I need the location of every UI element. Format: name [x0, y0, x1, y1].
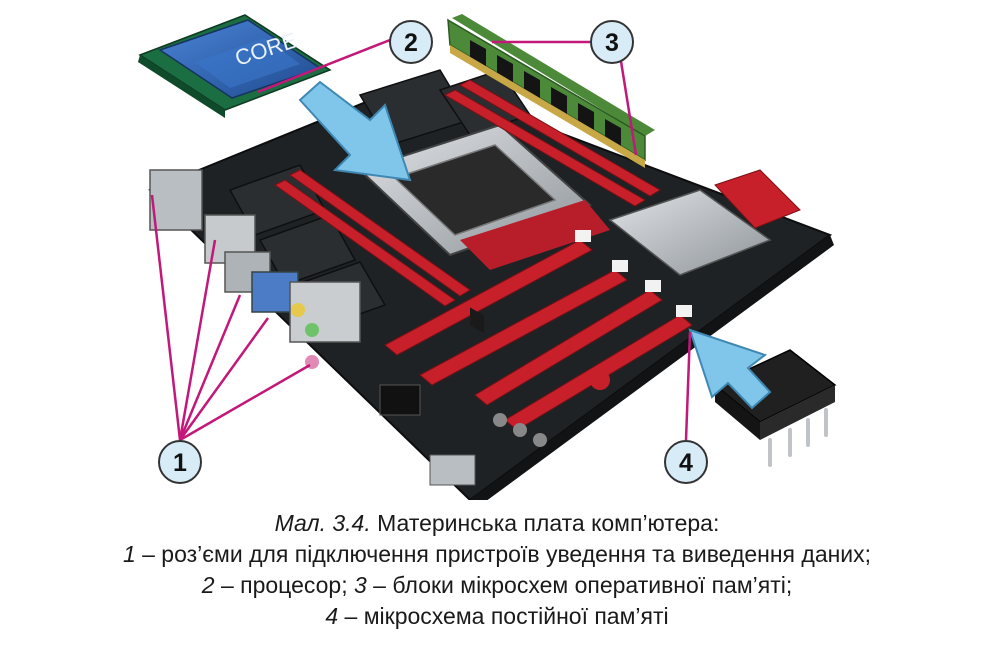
caption-item-1-num: 1 [122, 541, 136, 567]
caption-item-4: 4 – мікросхема постійної пам’яті [0, 601, 994, 632]
power-connector [714, 169, 801, 229]
caption-item-3-text: – блоки мікросхем оперативної пам’яті; [366, 572, 793, 598]
ram-module [447, 14, 655, 334]
callout-1-label: 1 [173, 449, 187, 477]
cpu-socket [358, 123, 610, 270]
caption-item-1-text: – роз’єми для підключення пристроїв увед… [135, 541, 872, 567]
caption-item-4-text: – мікросхема постійної пам’яті [338, 603, 669, 629]
callout-3-label: 3 [605, 29, 619, 57]
caption-item-1: 1 – роз’єми для підключення пристроїв ув… [0, 539, 994, 570]
pcie-slot-latches [575, 230, 692, 317]
figure-caption: Мал. 3.4. Материнська плата комп’ютера: … [0, 508, 994, 632]
cpu-chip: CORE [138, 14, 332, 118]
caption-figure-ref: Мал. 3.4. [274, 510, 371, 536]
caption-item-2-num: 2 [201, 572, 215, 598]
caption-title-line: Мал. 3.4. Материнська плата комп’ютера: [0, 508, 994, 539]
ram-slots [274, 79, 661, 307]
chipset-heatsink [608, 189, 772, 276]
callout-1: 1 [158, 440, 202, 484]
rom-chip [713, 349, 837, 467]
io-back-panel [149, 169, 361, 369]
callout-4-label: 4 [679, 449, 693, 477]
caption-items-2-3: 2 – процесор; 3 – блоки мікросхем операт… [0, 570, 994, 601]
caption-item-3-num: 3 [354, 572, 367, 598]
callout-2-label: 2 [404, 29, 418, 57]
caption-title: Материнська плата комп’ютера: [370, 510, 720, 536]
rom-location-arrow [688, 328, 772, 410]
callout-4: 4 [664, 440, 708, 484]
board-chips [379, 370, 610, 486]
callout-3: 3 [590, 20, 634, 64]
motherboard-illustration: CORE 1 2 3 [138, 14, 837, 500]
leader-lines [150, 38, 692, 442]
caption-item-2-text: – процесор; [214, 572, 354, 598]
motherboard-edge [470, 235, 834, 500]
cpu-insert-arrow [298, 80, 412, 182]
callout-2: 2 [389, 20, 433, 64]
caption-item-4-num: 4 [325, 603, 339, 629]
